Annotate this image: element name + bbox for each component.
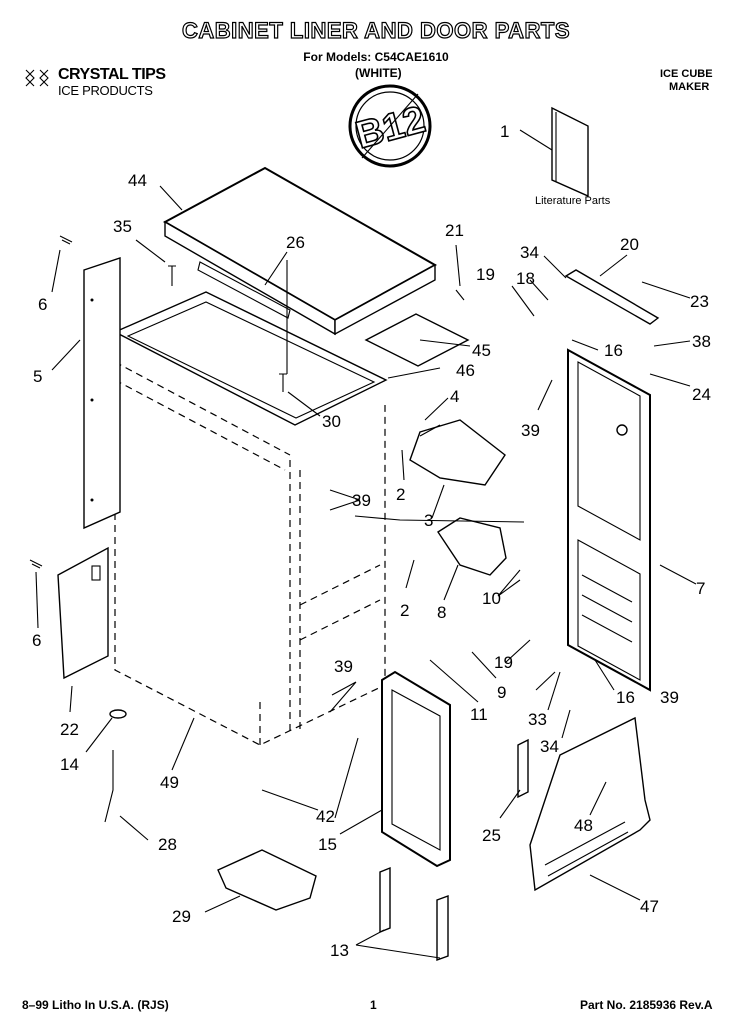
callout-4: 4	[450, 387, 459, 406]
side-panel	[83, 257, 121, 530]
callout-22: 22	[60, 720, 79, 739]
screw-icon	[168, 265, 176, 286]
trim-strip	[436, 895, 449, 961]
door-gasket	[381, 670, 451, 868]
footer-litho: 8–99 Litho In U.S.A. (RJS)	[22, 998, 169, 1012]
callout-45: 45	[472, 341, 491, 360]
brand-name: CRYSTAL TIPS	[58, 66, 166, 83]
callout-19-top: 19	[476, 265, 495, 284]
callout-6-top: 6	[38, 295, 47, 314]
callout-2-lower: 2	[400, 601, 409, 620]
door-assembly	[567, 348, 651, 692]
callout-46: 46	[456, 361, 475, 380]
callout-9: 9	[497, 683, 506, 702]
product-type-line1: ICE CUBE	[660, 68, 713, 80]
screw-icon	[29, 559, 43, 569]
callout-28: 28	[158, 835, 177, 854]
callout-38: 38	[692, 332, 711, 351]
callout-26: 26	[286, 233, 305, 252]
callout-7: 7	[696, 579, 705, 598]
drain-pan	[217, 849, 317, 911]
literature-parts-label: Literature Parts	[535, 195, 611, 207]
callout-20: 20	[620, 235, 639, 254]
brand-logo-icon	[25, 69, 49, 87]
callout-39-liner-upper: 39	[352, 491, 371, 510]
callout-1: 1	[500, 122, 509, 141]
bin-cap	[437, 517, 507, 576]
cabinet-top-lid	[162, 166, 438, 336]
callout-10: 10	[482, 589, 501, 608]
product-type-line2: MAKER	[669, 81, 710, 93]
screw-icon	[279, 373, 287, 392]
page-title: CABINET LINER AND DOOR PARTS	[181, 17, 570, 43]
hinge-bar	[564, 269, 660, 325]
chute-assembly	[409, 419, 506, 486]
literature-booklet	[551, 106, 589, 198]
callout-44: 44	[128, 171, 147, 190]
callout-39-liner-lower: 39	[334, 657, 353, 676]
callout-11: 11	[470, 705, 488, 724]
cabinet-liner-body	[114, 345, 386, 746]
callout-25: 25	[482, 826, 501, 845]
callout-34-top: 34	[520, 243, 539, 262]
callout-6-lower: 6	[32, 631, 41, 650]
callout-30: 30	[322, 412, 341, 431]
callout-5: 5	[33, 367, 42, 386]
callout-18: 18	[516, 269, 535, 288]
callout-15: 15	[318, 835, 337, 854]
screw-icon	[59, 235, 73, 245]
callout-2-upper: 2	[396, 485, 405, 504]
callout-16-lower: 16	[616, 688, 635, 707]
callout-14: 14	[60, 755, 79, 774]
callout-24: 24	[692, 385, 711, 404]
insulation-pad	[364, 313, 470, 367]
screw-icon	[455, 289, 465, 301]
trim-strip	[379, 866, 391, 934]
callout-29: 29	[172, 907, 191, 926]
callout-21: 21	[445, 221, 464, 240]
callout-13: 13	[330, 941, 349, 960]
callout-16-top: 16	[604, 341, 623, 360]
callout-48: 48	[574, 816, 593, 835]
callout-39-door-top: 39	[521, 421, 540, 440]
b12-badge: B12	[348, 84, 432, 168]
drain-hose	[104, 750, 114, 823]
callout-47: 47	[640, 897, 659, 916]
leader-lines	[35, 129, 697, 959]
mounting-bracket	[517, 738, 529, 799]
callout-34-lower: 34	[540, 737, 559, 756]
liner-top-frame	[113, 291, 388, 426]
callout-42: 42	[316, 807, 335, 826]
model-number: For Models: C54CAE1610	[303, 50, 449, 64]
hose-clamp	[109, 709, 127, 719]
callout-39-door-lower: 39	[660, 688, 679, 707]
model-color: (WHITE)	[355, 66, 402, 80]
footer-part-number: Part No. 2185936 Rev.A	[580, 998, 713, 1012]
footer-page-number: 1	[370, 998, 377, 1012]
kickplate-grille	[529, 716, 651, 892]
rear-plate	[57, 546, 109, 680]
callout-49: 49	[160, 773, 179, 792]
callout-8: 8	[437, 603, 446, 622]
callout-3: 3	[424, 511, 433, 530]
callout-33: 33	[528, 710, 547, 729]
callout-19-lower: 19	[494, 653, 513, 672]
callout-23: 23	[690, 292, 709, 311]
callout-35: 35	[113, 217, 132, 236]
brand-subtitle: ICE PRODUCTS	[58, 83, 153, 98]
